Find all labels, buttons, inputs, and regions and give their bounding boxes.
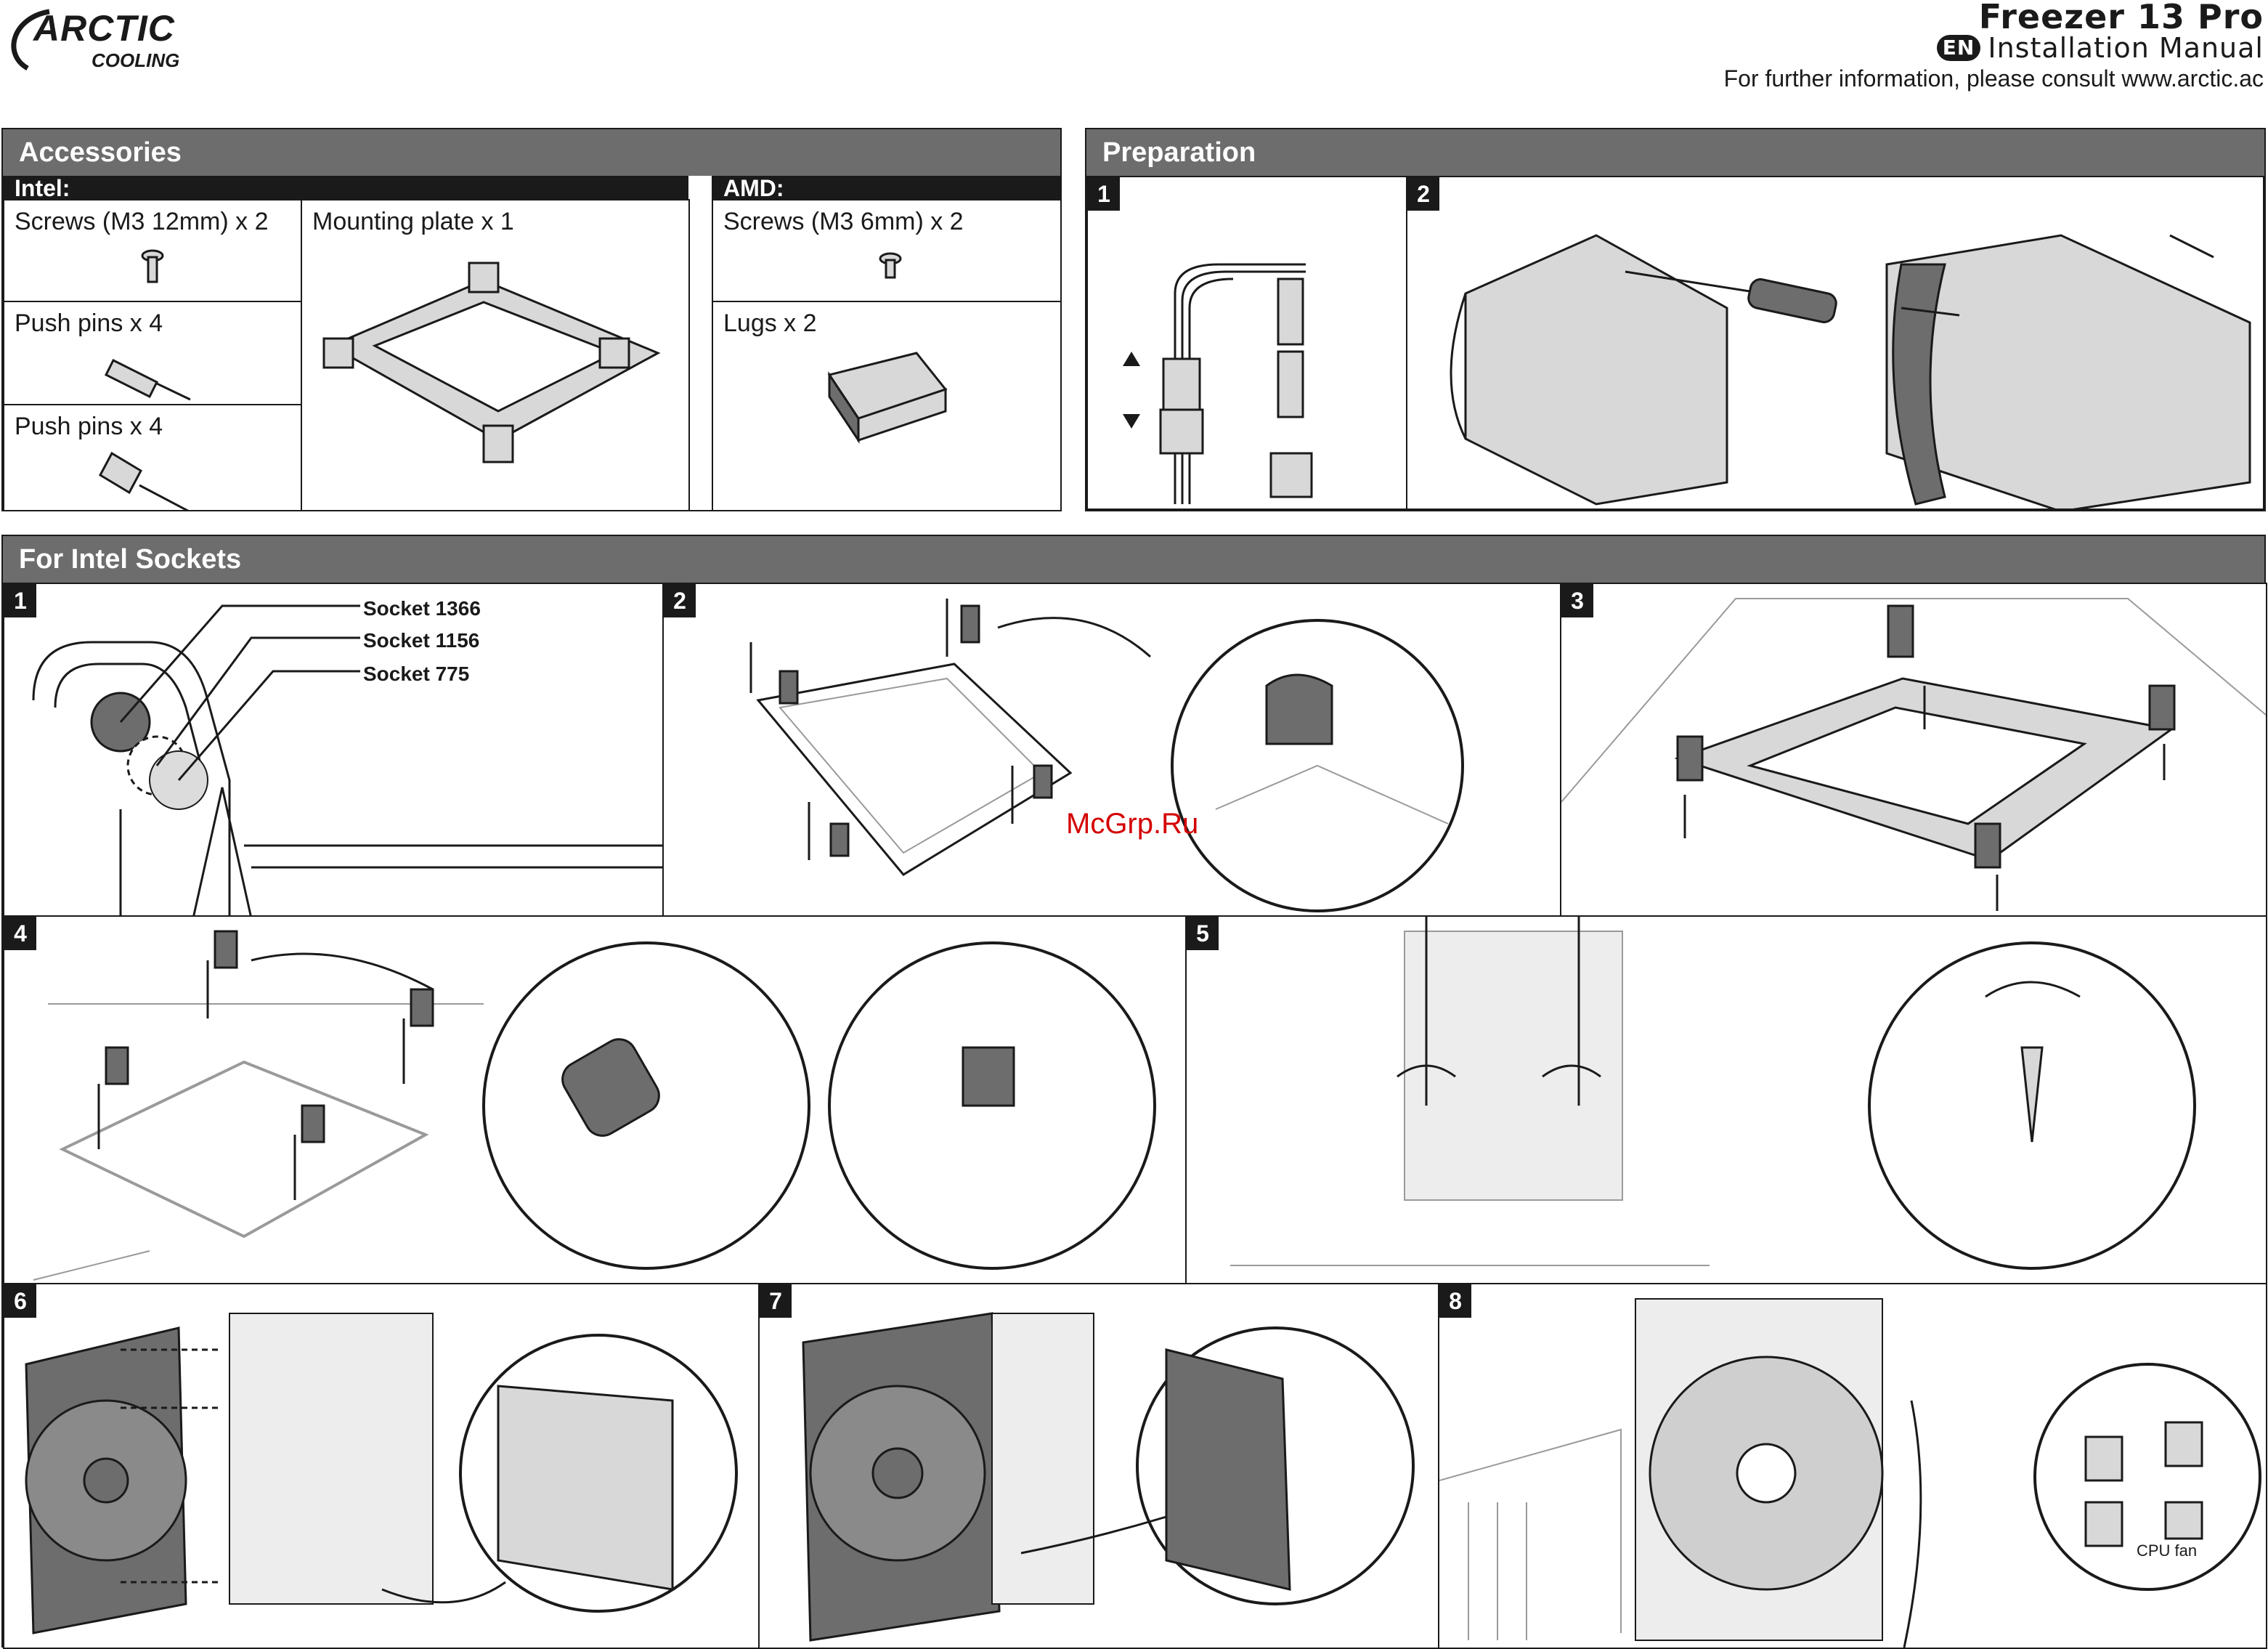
screw-icon bbox=[879, 252, 902, 279]
intel-step-2: 2 bbox=[662, 583, 1563, 917]
accessory-label: Push pins x 4 bbox=[15, 413, 163, 440]
socket-1366-label: Socket 1366 bbox=[363, 597, 481, 620]
accessory-label: Mounting plate x 1 bbox=[312, 208, 514, 235]
accessory-label: Push pins x 4 bbox=[15, 309, 163, 337]
fan-clip-fasten-illustration bbox=[802, 1312, 1415, 1642]
product-title: Freezer 13 Pro bbox=[1978, 0, 2264, 36]
intel-step-4: 4 bbox=[3, 915, 1188, 1286]
screw-icon bbox=[141, 249, 164, 283]
socket-hole-selection-illustration bbox=[32, 604, 664, 915]
logo-subtext: COOLING bbox=[92, 49, 180, 71]
push-pin-icon bbox=[99, 451, 189, 510]
step-number: 7 bbox=[760, 1284, 792, 1318]
intel-step-5: 5 bbox=[1185, 915, 2267, 1286]
screw-tightening-illustration bbox=[1230, 917, 2196, 1270]
accessories-title: Accessories bbox=[3, 129, 1060, 176]
mounting-plate-on-board-illustration bbox=[1561, 598, 2266, 911]
step-number: 3 bbox=[1561, 584, 1593, 617]
amd-subheader: AMD: bbox=[712, 176, 1060, 200]
intel-step-8: 8 CPU fan bbox=[1438, 1283, 2267, 1649]
push-pin-icon bbox=[104, 358, 191, 401]
step-number: 5 bbox=[1187, 917, 1219, 950]
accessories-section: Accessories Intel: AMD: Screws (M3 12mm)… bbox=[1, 128, 1062, 511]
logo-text: ARCTIC bbox=[33, 8, 175, 49]
intel-subheader: Intel: bbox=[3, 176, 688, 200]
intel-step-7: 7 bbox=[758, 1283, 1441, 1649]
intel-sockets-section: For Intel Sockets 1 Socket 1366 Socket 1… bbox=[1, 535, 2267, 1649]
manual-subtitle-text: Installation Manual bbox=[1988, 32, 2264, 64]
socket-775-label: Socket 775 bbox=[363, 663, 470, 685]
lug-icon bbox=[827, 352, 948, 444]
push-pin-lock-illustration bbox=[33, 930, 1156, 1281]
fan-attach-illustration bbox=[25, 1313, 738, 1634]
step-number: 1 bbox=[1088, 177, 1120, 211]
accessory-label: Screws (M3 12mm) x 2 bbox=[15, 208, 269, 235]
step-number: 6 bbox=[4, 1284, 36, 1318]
intel-step-1: 1 Socket 1366 Socket 1156 Socket 775 bbox=[3, 583, 665, 917]
step-number: 8 bbox=[1439, 1284, 1471, 1318]
intel-step-6: 6 bbox=[3, 1283, 761, 1649]
logo-swoosh-icon bbox=[11, 9, 50, 71]
mounting-plate-cell: Mounting plate x 1 bbox=[301, 199, 690, 511]
accessory-label: Lugs x 2 bbox=[723, 309, 817, 337]
fan-clip-removal-illustration bbox=[1450, 234, 2251, 509]
preparation-title: Preparation bbox=[1086, 129, 2264, 176]
step-number: 1 bbox=[4, 584, 36, 617]
preparation-section: Preparation 1 2 bbox=[1085, 128, 2266, 511]
info-line: For further information, please consult … bbox=[1723, 65, 2264, 92]
step-number: 2 bbox=[1407, 177, 1439, 211]
fan-cable-connect-illustration bbox=[1439, 1298, 2261, 1648]
lugs-cell: Lugs x 2 bbox=[712, 301, 1062, 511]
fan-cable-connector-illustration bbox=[1123, 263, 1313, 504]
push-pins-cell-1: Push pins x 4 bbox=[3, 301, 302, 405]
socket-1156-label: Socket 1156 bbox=[363, 629, 480, 652]
cpu-fan-label: CPU fan bbox=[2137, 1541, 2198, 1560]
push-pins-cell-2: Push pins x 4 bbox=[3, 404, 302, 511]
push-pin-insertion-illustration bbox=[749, 599, 1464, 912]
intel-sockets-title: For Intel Sockets bbox=[3, 536, 2264, 583]
accessory-label: Screws (M3 6mm) x 2 bbox=[723, 208, 964, 235]
language-badge: EN bbox=[1936, 35, 1981, 61]
mounting-plate-icon bbox=[322, 262, 661, 463]
screws-m3-12mm-cell: Screws (M3 12mm) x 2 bbox=[3, 199, 302, 302]
watermark: McGrp.Ru bbox=[1066, 808, 1199, 840]
intel-step-3: 3 bbox=[1560, 583, 2267, 917]
arctic-cooling-logo: ARCTIC COOLING bbox=[6, 3, 216, 76]
step-number: 2 bbox=[664, 584, 696, 617]
screws-m3-6mm-cell: Screws (M3 6mm) x 2 bbox=[712, 199, 1062, 302]
manual-subtitle: EN Installation Manual bbox=[1936, 32, 2264, 64]
step-number: 4 bbox=[4, 917, 36, 950]
preparation-step-2: 2 bbox=[1406, 176, 2264, 510]
preparation-step-1: 1 bbox=[1086, 176, 1407, 510]
